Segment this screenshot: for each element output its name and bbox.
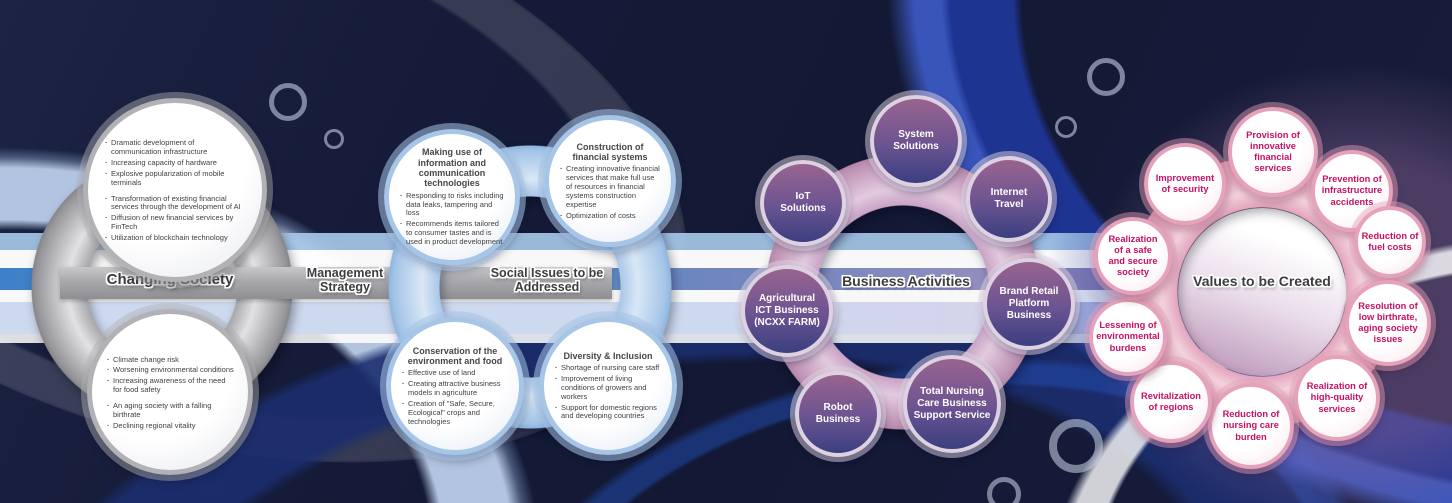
value-circle-security: Improvement of security [1144, 143, 1226, 225]
issue-circle-environment: Conservation of the environment and food… [386, 317, 524, 455]
decor-ring [324, 129, 344, 149]
issue-circle-ict: Making use of information and communicat… [384, 129, 520, 265]
values-label: Values to be Created [1193, 273, 1331, 289]
management-strategy-label: Management Strategy [306, 266, 384, 294]
value-circle-fuel-costs: Reduction of fuel costs [1354, 206, 1426, 278]
issue-circle-diversity: Diversity & Inclusion Shortage of nursin… [539, 317, 677, 455]
decor-ring [987, 477, 1021, 503]
decor-ring [1055, 116, 1077, 138]
business-activities-label: Business Activities [842, 273, 970, 289]
business-circle-internet-travel: Internet Travel [966, 156, 1052, 242]
value-circle-quality-services: Realization of high-quality services [1294, 355, 1380, 441]
business-circle-iot: IoT Solutions [760, 160, 846, 246]
value-circle-financial-services: Provision of innovative financial servic… [1228, 107, 1318, 197]
value-circle-safe-society: Realization of a safe and secure society [1094, 217, 1172, 295]
changing-society-issues-circle: Climate change risk Worsening environmen… [87, 309, 253, 475]
changing-society-drivers-circle: Dramatic development of communication in… [83, 98, 267, 282]
value-circle-regions: Revitalization of regions [1130, 361, 1212, 443]
value-circle-environment: Lessening of environmental burdens [1089, 298, 1167, 376]
value-circle-birthrate: Resolution of low birthrate, aging socie… [1345, 280, 1431, 366]
issue-circle-financial: Construction of financial systems Creati… [544, 115, 676, 247]
decor-ring [1087, 58, 1125, 96]
social-issues-label: Social Issues to be Addressed [490, 266, 604, 294]
business-circle-nursing-support: Total Nursing Care Business Support Serv… [903, 355, 1001, 453]
value-circle-nursing-burden: Reduction of nursing care burden [1208, 383, 1294, 469]
decor-ring [269, 83, 307, 121]
business-circle-brand-retail: Brand Retail Platform Business [983, 258, 1075, 350]
business-circle-agricultural-ict: Agricultural ICT Business (NCXX FARM) [741, 265, 833, 357]
business-circle-system: System Solutions [870, 95, 962, 187]
business-circle-robot: Robot Business [795, 371, 881, 457]
decor-ring [1049, 419, 1103, 473]
